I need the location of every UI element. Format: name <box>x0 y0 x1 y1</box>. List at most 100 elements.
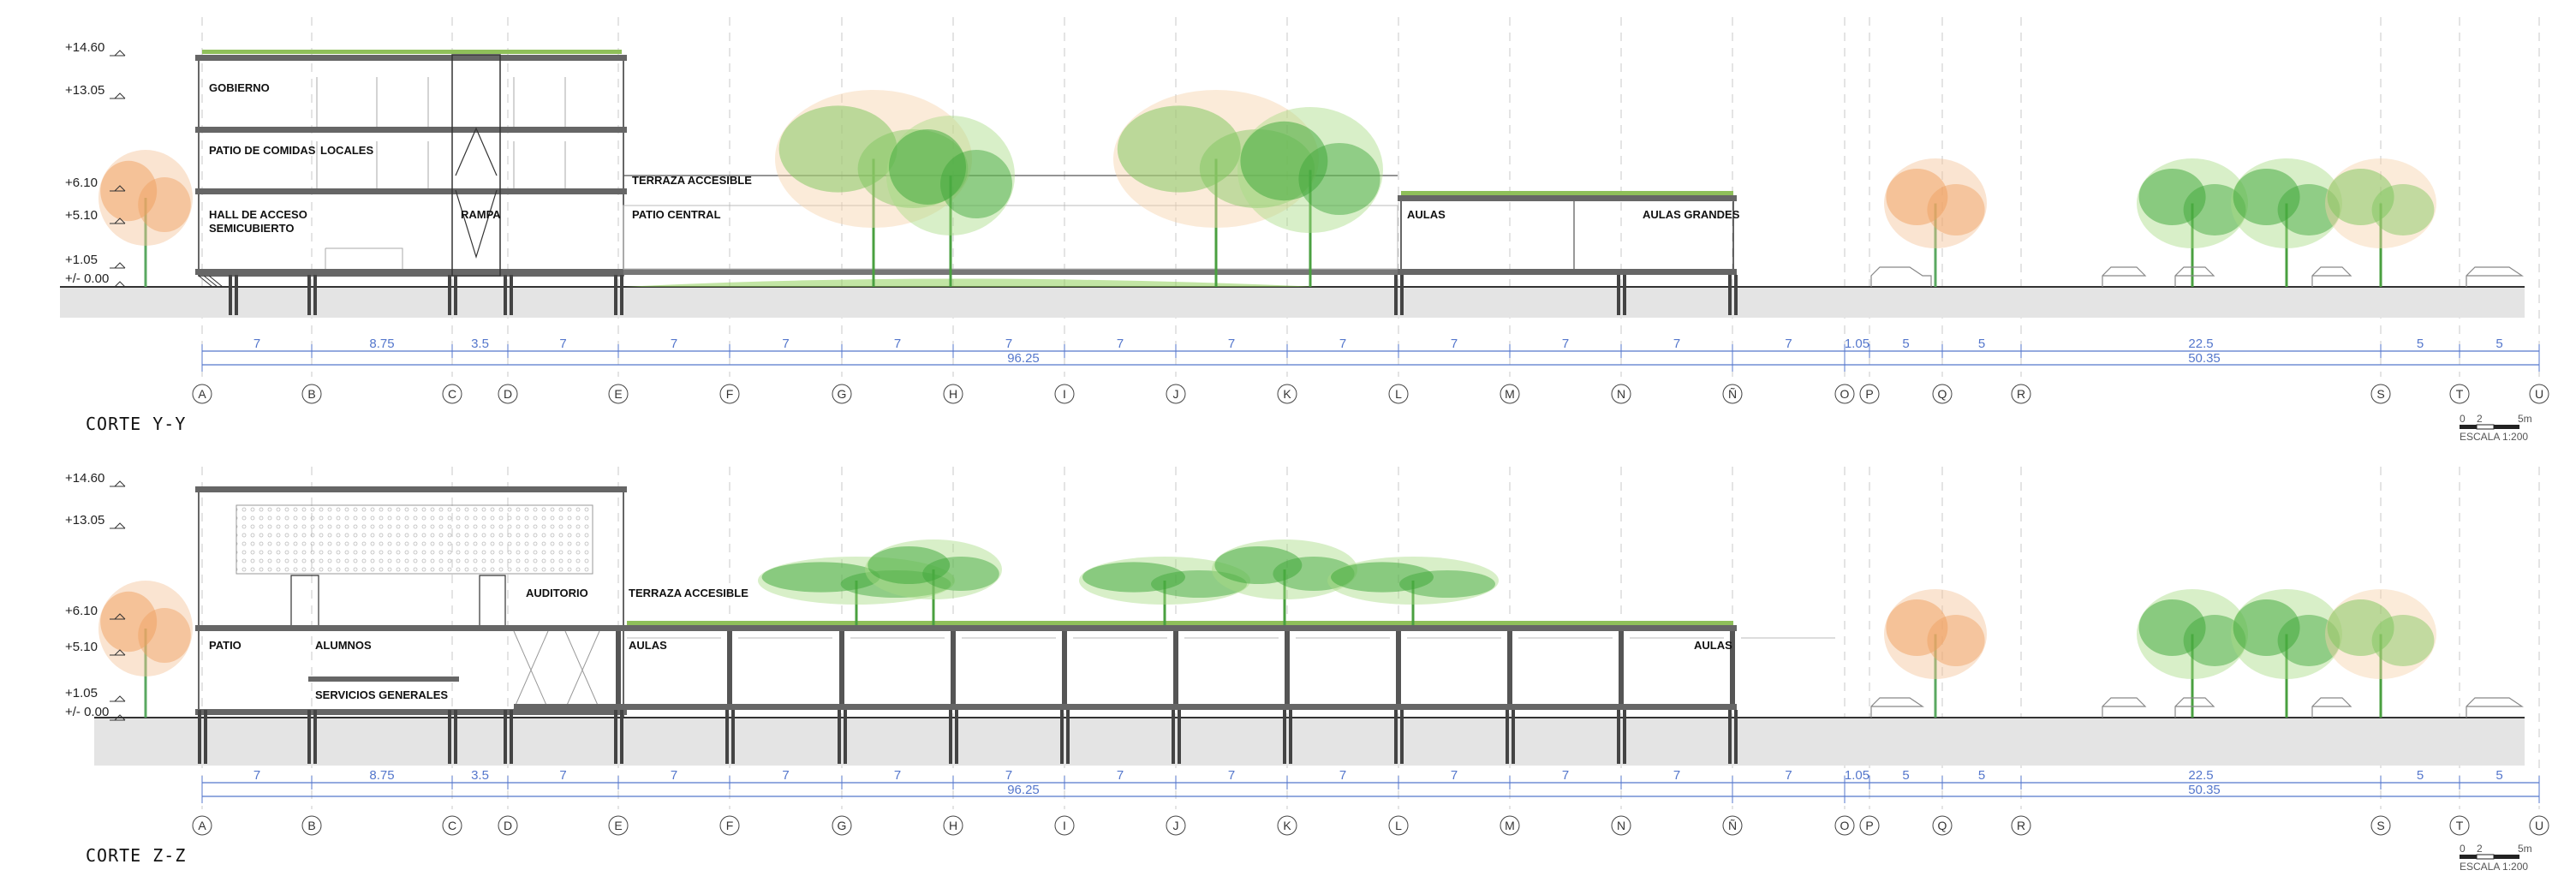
pile <box>1400 275 1404 315</box>
level-triangle <box>114 185 126 192</box>
axis-label: P <box>1865 819 1873 832</box>
axis-label: T <box>2456 387 2464 401</box>
pile <box>1512 710 1515 764</box>
axis-label: Q <box>1938 387 1947 401</box>
axis-label: H <box>949 819 957 832</box>
wing-column <box>1619 631 1624 704</box>
aulas-roof <box>1398 195 1737 201</box>
pile <box>307 710 311 764</box>
room-label-servicios: SERVICIOS GENERALES <box>315 688 448 701</box>
roof-slab <box>195 55 627 61</box>
scale-tick-label: 0 <box>2460 843 2466 855</box>
dimension-value: 7 <box>1228 768 1235 783</box>
dimension-value: 3.5 <box>471 337 489 351</box>
room-label-aulas: AULAS <box>1407 208 1446 221</box>
pile <box>1400 710 1404 764</box>
axis-bubble <box>1500 384 1520 404</box>
dimension-value: 7 <box>1673 768 1680 783</box>
dimension-value: 7 <box>559 768 566 783</box>
dimension-value: 1.05 <box>1845 768 1869 783</box>
axis-label: A <box>198 819 206 832</box>
wing-slab <box>514 704 1737 710</box>
dimension-value: 7 <box>782 768 789 783</box>
pile <box>229 275 232 315</box>
level-label: +14.60 <box>65 40 104 55</box>
axis-label: M <box>1505 387 1515 401</box>
axis-bubble <box>2011 815 2031 836</box>
axis-label: N <box>1617 819 1625 832</box>
axis-bubble <box>719 384 740 404</box>
dimension-value: 8.75 <box>369 768 394 783</box>
level-label: +5.10 <box>65 640 98 654</box>
scale-tick-label: 5m <box>2518 413 2532 425</box>
axis-label: C <box>448 387 456 401</box>
axis-bubble <box>1611 384 1631 404</box>
axis-label: C <box>448 819 456 832</box>
foundation-piles <box>229 275 1738 315</box>
level-label: +/- 0.00 <box>65 271 109 286</box>
section-title: CORTE Z-Z <box>86 845 186 866</box>
level-marks: +14.60+13.05+6.10+5.10+1.05+/- 0.00 <box>65 40 126 288</box>
tree-canopy <box>1240 121 1328 201</box>
dimension-value: 7 <box>1785 337 1792 351</box>
axis-label: S <box>2376 819 2384 832</box>
pile <box>510 710 513 764</box>
aulas-wing <box>1398 191 1737 275</box>
pile <box>1394 275 1398 315</box>
axis-bubble <box>2370 384 2391 404</box>
slab-ground <box>195 269 627 275</box>
slab-mezzanine <box>308 676 459 682</box>
scale-segment <box>2460 855 2477 859</box>
wing-column <box>839 631 844 704</box>
axis-label: E <box>614 387 622 401</box>
level-label: +6.10 <box>65 604 98 618</box>
pile <box>1066 710 1070 764</box>
total-dimension-right: 50.35 <box>2188 351 2221 366</box>
trees-z-z <box>98 539 2436 718</box>
pile <box>1728 275 1732 315</box>
axis-bubble <box>943 384 963 404</box>
scale-tick-label: 0 <box>2460 413 2466 425</box>
pile <box>454 710 457 764</box>
pile <box>1728 710 1732 764</box>
pile <box>1623 275 1626 315</box>
tree-canopy <box>889 129 966 205</box>
section-z-z: +14.60+13.05+6.10+5.10+1.05+/- 0.00 AUDI… <box>65 471 2549 873</box>
pile <box>307 275 311 315</box>
axis-bubble <box>1859 384 1880 404</box>
dimension-value: 5 <box>1902 768 1909 783</box>
scale-segment <box>2476 854 2495 860</box>
axis-bubble <box>1722 384 1743 404</box>
scale-tick-label: 2 <box>2477 843 2483 855</box>
level-triangle <box>114 695 126 702</box>
axis-label: M <box>1505 819 1515 832</box>
tree-canopy <box>2138 169 2206 225</box>
pile <box>1506 710 1509 764</box>
dimension-value: 7 <box>1228 337 1235 351</box>
axis-bubble <box>1500 815 1520 836</box>
wing-column <box>1507 631 1512 704</box>
axis-bubble <box>1932 815 1953 836</box>
pile <box>1283 710 1286 764</box>
pile <box>1178 710 1181 764</box>
axis-bubble <box>1054 815 1075 836</box>
foundation-piles <box>198 710 1738 764</box>
room-label-gobierno: GOBIERNO <box>209 81 270 94</box>
pile <box>448 710 451 764</box>
room-label-hall-1: HALL DE ACCESO <box>209 208 307 221</box>
wing-column <box>1285 631 1290 704</box>
axis-bubble <box>2370 815 2391 836</box>
room-label-aulas-right: AULAS <box>1694 639 1732 652</box>
dimension-value: 7 <box>1117 337 1124 351</box>
tree-canopy <box>778 105 897 193</box>
axis-label: Ñ <box>1728 819 1737 832</box>
dimension-value: 5 <box>1978 768 1985 783</box>
tree-canopy <box>138 177 191 232</box>
axis-bubble <box>1277 384 1297 404</box>
room-label-auditorio: AUDITORIO <box>526 587 588 599</box>
dimension-value: 7 <box>1339 768 1346 783</box>
slab-level-1 <box>195 188 627 194</box>
axis-label: L <box>1395 819 1402 832</box>
axis-label: B <box>307 819 315 832</box>
tree-canopy <box>2138 599 2206 656</box>
